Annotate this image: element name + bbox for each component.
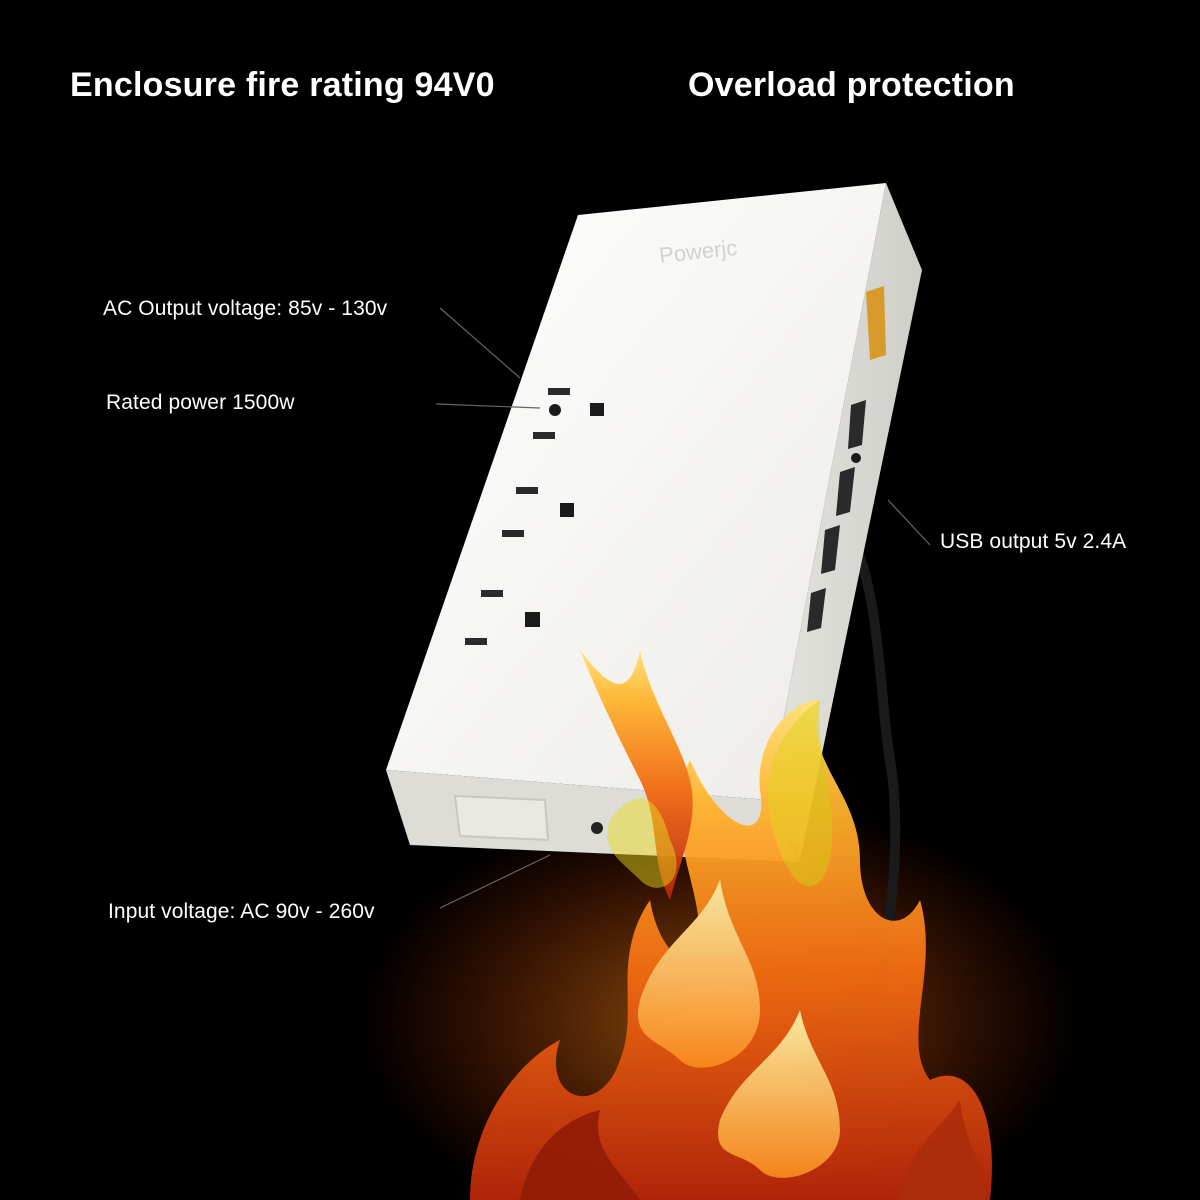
ac-outlet [502,487,574,537]
ac-outlet [533,388,604,439]
leader-line-ac [439,307,521,379]
usb-port-icon [821,525,840,574]
usb-port-icon [836,467,855,516]
leader-line-input [439,854,551,909]
headline-fire-rating: Enclosure fire rating 94V0 [70,66,495,104]
leader-line-rated [435,403,541,409]
usb-port-icon [848,400,866,449]
callout-usb-output: USB output 5v 2.4A [940,530,1127,553]
usb-port-icon [807,588,826,632]
device-front-face [386,183,886,800]
callout-input-voltage: Input voltage: AC 90v - 260v [108,900,375,923]
leader-line-usb [887,499,931,546]
power-cord [850,542,901,981]
usb-ports [807,400,866,632]
callout-ac-output: AC Output voltage: 85v - 130v [103,297,388,320]
flames [470,650,992,1200]
ac-outlet [465,590,540,645]
reset-button-icon [591,822,603,834]
power-indicator-icon [866,286,886,360]
input-switch [453,794,550,842]
callout-rated-power: Rated power 1500w [106,391,295,414]
headline-overload: Overload protection [688,66,1015,104]
